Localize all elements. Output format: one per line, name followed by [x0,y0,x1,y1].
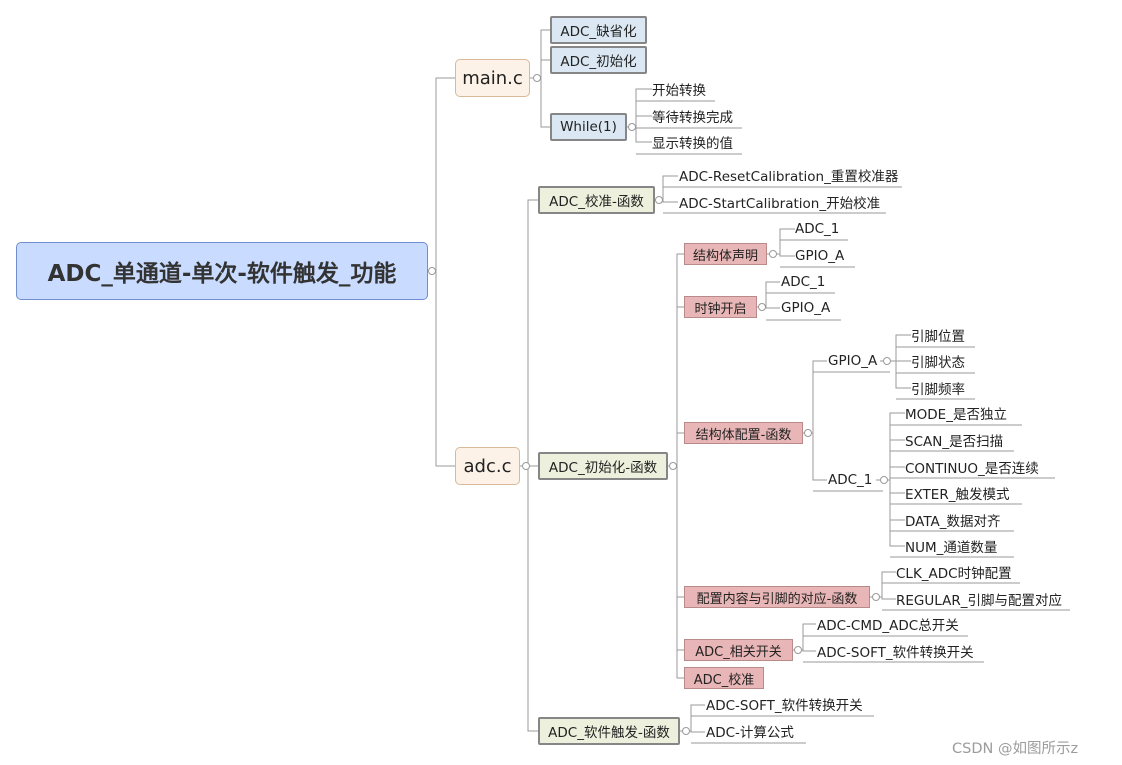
while-item-show[interactable]: 显示转换的值 [652,136,733,152]
gpio-pin-state[interactable]: 引脚状态 [911,355,965,371]
config-gpioa-node[interactable]: GPIO_A [828,353,878,369]
while-item-wait[interactable]: 等待转换完成 [652,110,733,126]
clock-gpioa[interactable]: GPIO_A [781,300,831,316]
mapping-regular-item[interactable]: REGULAR_引脚与配置对应 [896,593,1062,609]
calib-start-item[interactable]: ADC-StartCalibration_开始校准 [679,196,881,212]
adc-switch-node[interactable]: ADC_相关开关 [684,639,793,661]
config-adc1-node[interactable]: ADC_1 [828,472,873,488]
calib-func-node[interactable]: ADC_校准-函数 [538,186,655,214]
adc-trigger-item[interactable]: EXTER_触发模式 [905,487,1010,503]
adc-continuous-item[interactable]: CONTINUO_是否连续 [905,461,1039,477]
main-c-node[interactable]: main.c [455,59,530,97]
struct-config-node[interactable]: 结构体配置-函数 [684,422,803,444]
struct-decl-adc1[interactable]: ADC_1 [795,221,840,237]
gpio-pin-position[interactable]: 引脚位置 [911,329,965,345]
switch-soft-item[interactable]: ADC-SOFT_软件转换开关 [817,645,974,661]
adc-calib-node[interactable]: ADC_校准 [684,667,764,689]
struct-decl-gpioa[interactable]: GPIO_A [795,248,845,264]
clock-enable-node[interactable]: 时钟开启 [684,296,757,318]
watermark: CSDN @如图所示z [952,741,1079,757]
adc-channel-count-item[interactable]: NUM_通道数量 [905,540,998,556]
adc-align-item[interactable]: DATA_数据对齐 [905,514,1001,530]
mapping-clock-item[interactable]: CLK_ADC时钟配置 [896,566,1012,582]
while-item-start[interactable]: 开始转换 [652,83,706,99]
adc-mode-item[interactable]: MODE_是否独立 [905,407,1007,423]
calib-reset-item[interactable]: ADC-ResetCalibration_重置校准器 [679,169,899,185]
pin-mapping-node[interactable]: 配置内容与引脚的对应-函数 [684,586,870,608]
struct-decl-node[interactable]: 结构体声明 [684,243,767,265]
formula-item[interactable]: ADC-计算公式 [706,725,794,741]
soft-switch-item[interactable]: ADC-SOFT_软件转换开关 [706,698,863,714]
while-loop-node[interactable]: While(1) [550,113,627,141]
switch-cmd-item[interactable]: ADC-CMD_ADC总开关 [817,618,959,634]
init-func-node[interactable]: ADC_初始化-函数 [538,452,668,480]
clock-adc1[interactable]: ADC_1 [781,274,826,290]
adc-default-node[interactable]: ADC_缺省化 [550,16,647,44]
root-node[interactable]: ADC_单通道-单次-软件触发_功能 [16,242,428,300]
soft-trigger-func-node[interactable]: ADC_软件触发-函数 [538,717,680,745]
adc-c-node[interactable]: adc.c [455,447,520,485]
adc-init-node[interactable]: ADC_初始化 [550,46,647,74]
adc-scan-item[interactable]: SCAN_是否扫描 [905,434,1004,450]
gpio-pin-frequency[interactable]: 引脚频率 [911,382,965,398]
